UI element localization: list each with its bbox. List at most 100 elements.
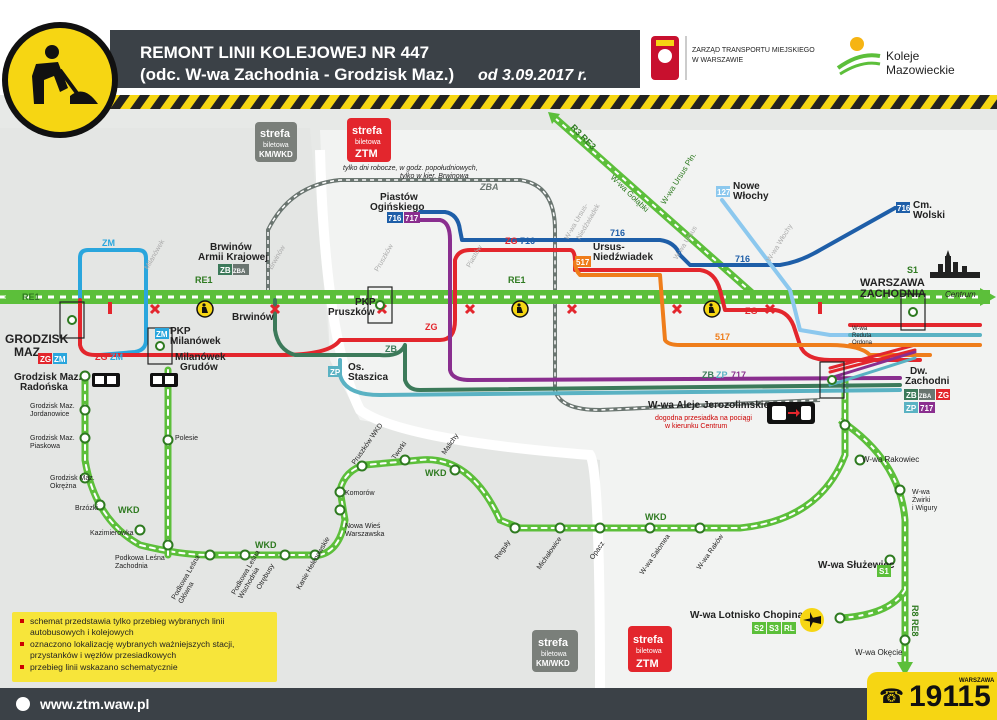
station-dot xyxy=(594,522,606,534)
line-zba: ZBA xyxy=(479,182,499,192)
station-lotnisko: W-wa Lotnisko Chopina xyxy=(690,610,804,621)
line-zp: ZP xyxy=(716,370,728,380)
station-reduta: W-wa xyxy=(852,326,868,332)
line-zb-b: ZB xyxy=(702,370,714,380)
station-ursus-n: Ursus- xyxy=(593,242,625,253)
station-pkp-pruszkow-2: Pruszków xyxy=(328,307,375,318)
work-sign-markers xyxy=(196,300,721,318)
footer-url[interactable]: www.ztm.waw.pl xyxy=(40,696,150,712)
track-end-icon xyxy=(108,302,112,314)
station-brwinow: Brwinów xyxy=(232,312,274,323)
station-dot xyxy=(449,464,461,476)
track-end-icon xyxy=(818,302,822,314)
train-transfer-icon xyxy=(767,402,815,424)
closure-x-icon xyxy=(269,303,281,315)
line-716-a: 716 xyxy=(520,236,535,246)
road-work-sign-icon xyxy=(2,22,118,138)
transfer-note-2: w kierunku Centrum xyxy=(664,423,727,430)
line-zg-d: ZG xyxy=(745,306,758,316)
closure-x-icon xyxy=(566,303,578,315)
globe-icon xyxy=(16,697,30,711)
badge-zb-wz: ZB xyxy=(906,391,917,400)
station-dot xyxy=(884,554,896,566)
badge-zba-wz: ZBA xyxy=(919,394,932,400)
phone-icon: ☎ xyxy=(879,686,904,708)
line-wkd-d: WKD xyxy=(645,512,667,522)
work-sign-icon xyxy=(196,300,214,318)
hotline-caption: WARSZAWA xyxy=(959,678,995,684)
station-dot xyxy=(839,419,851,431)
line-wkd-b: WKD xyxy=(255,540,277,550)
station-zwirki: W-wa xyxy=(912,489,930,496)
interchange-box xyxy=(367,286,393,324)
wkd-line xyxy=(81,366,849,559)
hotline-number: 19115 xyxy=(909,680,991,713)
line-zg-a: ZG xyxy=(95,352,108,362)
badge-zba-br: ZBA xyxy=(233,269,246,275)
wkd-station-label: Kazimierówka xyxy=(90,530,134,537)
station-dot xyxy=(162,539,174,551)
station-warszawa-zach-2: ZACHODNIA xyxy=(860,288,926,300)
koleje-mazowieckie-logo-icon xyxy=(836,37,881,76)
station-cm-wolski: Cm. xyxy=(913,200,932,211)
bus-zb-route xyxy=(273,298,902,392)
station-okecie: W-wa Okęcie xyxy=(855,648,903,657)
wkd-station-label: Polesie xyxy=(175,435,198,442)
station-markers xyxy=(59,286,926,646)
svg-text:strefa: strefa xyxy=(352,125,383,137)
centrum-label: Centrum xyxy=(945,290,976,299)
svg-text:KM/WKD: KM/WKD xyxy=(259,150,293,159)
station-brwinow-ak: Brwinów xyxy=(210,242,252,253)
station-os-staszica-2: Staszica xyxy=(348,372,388,383)
station-brwinow-ak-2: Armii Krajowej xyxy=(198,252,268,263)
badge-s2: S2 xyxy=(754,624,764,633)
re1-rail-line xyxy=(0,288,996,306)
station-dot xyxy=(79,432,91,444)
zone-badge-km-wkd-bottom: strefa biletowa KM/WKD xyxy=(532,630,578,672)
legend-item-1: schemat przedstawia tylko przebieg wybra… xyxy=(18,616,271,637)
svg-text:KM/WKD: KM/WKD xyxy=(536,659,570,668)
station-dot xyxy=(334,504,346,516)
line-r8: R8 RE8 xyxy=(910,605,920,637)
station-dot xyxy=(79,404,91,416)
zone-badge-km-wkd-top: strefa biletowa KM/WKD xyxy=(255,122,297,162)
station-nowe-wlochy-2: Włochy xyxy=(733,191,769,202)
zone-badge-ztm-top: strefa biletowa ZTM xyxy=(347,118,391,162)
line-re1-a: RE1 xyxy=(22,292,40,302)
station-dot xyxy=(162,434,174,446)
bus-transfer-icon-grodzisk xyxy=(92,373,120,387)
badge-717-wz: 717 xyxy=(920,404,934,413)
station-warszawa-zach: WARSZAWA xyxy=(860,277,925,289)
station-ursus-n-2: Niedźwiadek xyxy=(593,252,653,263)
closure-markers xyxy=(108,302,822,315)
work-sign-icon xyxy=(703,300,721,318)
km-brand-2: Mazowieckie xyxy=(886,63,955,77)
zone-badge-ztm-bottom: strefa biletowa ZTM xyxy=(628,626,672,672)
bus-716-route xyxy=(418,206,897,267)
line-re1-b: RE1 xyxy=(195,275,213,285)
header-title-line2: (odc. W-wa Zachodnia - Grodzisk Maz.) xyxy=(140,65,454,84)
badge-zp-wz: ZP xyxy=(906,404,917,413)
legend-box: schemat przedstawia tylko przebieg wybra… xyxy=(12,612,277,682)
line-717: 717 xyxy=(731,370,746,380)
station-sluzewiec: W-wa Służewiec xyxy=(818,560,895,571)
badge-zg: ZG xyxy=(40,355,51,364)
zba-line xyxy=(266,178,821,413)
legend-item-2: oznaczono lokalizację wybranych ważniejs… xyxy=(18,639,271,660)
badge-zb-br: ZB xyxy=(220,266,231,275)
badge-zm-mil: ZM xyxy=(156,330,168,339)
badge-716: 716 xyxy=(388,214,402,223)
airport-plane-icon xyxy=(800,608,824,632)
svg-text:strefa: strefa xyxy=(538,637,569,649)
station-grodzisk-2: MAZ. xyxy=(14,345,43,359)
line-wkd-a: WKD xyxy=(118,505,140,515)
station-dot xyxy=(356,460,368,472)
station-dot xyxy=(899,634,911,646)
station-milanowek-grudow: Milanówek xyxy=(175,352,226,363)
svg-text:strefa: strefa xyxy=(260,128,291,140)
station-dot xyxy=(509,522,521,534)
interchange-box xyxy=(819,361,845,399)
line-zg-c: ZG xyxy=(505,236,518,246)
station-reduta-3: Ordona xyxy=(852,340,873,346)
